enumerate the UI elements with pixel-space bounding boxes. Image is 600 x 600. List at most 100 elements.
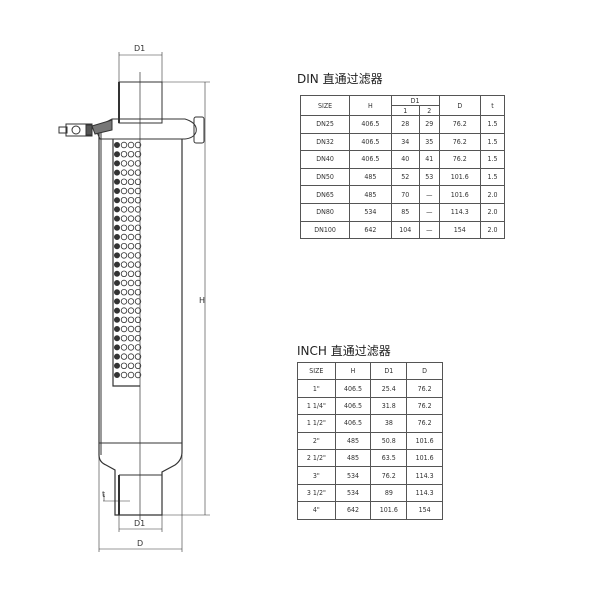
perforation-hole (114, 344, 121, 351)
table-cell: 406.5 (334, 396, 372, 416)
perforation-hole (134, 298, 142, 305)
perforation-hole (120, 316, 128, 323)
perforation-hole (120, 325, 128, 333)
perforation-hole (114, 335, 121, 342)
inch-table-title: INCH 直通过滤器 (297, 344, 391, 358)
table-cell: 41 (418, 150, 440, 169)
table-cell: 485 (349, 167, 392, 187)
perforation-hole (134, 279, 142, 287)
perforation-hole (127, 335, 135, 342)
table-cell: 25.4 (370, 379, 408, 398)
perforation-hole (120, 252, 128, 259)
perforation-hole (127, 289, 135, 296)
perforation-hole (134, 196, 142, 204)
table-cell: DN32 (299, 132, 351, 152)
perforation-hole (134, 141, 142, 149)
screen-perforations (114, 141, 142, 379)
perforation-hole (127, 187, 135, 195)
perforation-hole (114, 325, 121, 332)
perforation-hole (134, 325, 142, 333)
table-cell: DN80 (299, 202, 351, 222)
perforation-hole (127, 224, 135, 231)
table-cell: 534 (349, 202, 392, 222)
perforation-hole (120, 335, 128, 342)
perforation-hole (127, 353, 135, 360)
perforation-hole (120, 289, 128, 296)
perforation-hole (120, 242, 128, 250)
perforation-hole (134, 215, 142, 222)
perforation-hole (127, 169, 135, 176)
table-cell: 2.0 (479, 220, 506, 240)
filter-screen (112, 139, 140, 387)
perforation-hole (134, 371, 142, 379)
table-cell: 154 (438, 220, 481, 240)
table-cell: — (418, 185, 440, 204)
table-cell: 101.6 (438, 185, 481, 204)
col-d: D (438, 95, 481, 116)
perforation-hole (120, 307, 128, 314)
perforation-hole (114, 362, 121, 369)
table-cell: 406.5 (349, 150, 392, 169)
perforation-hole (114, 261, 121, 268)
table-cell: 76.2 (438, 115, 481, 134)
table-cell: 1.5 (479, 132, 506, 152)
table-cell: 114.3 (406, 483, 443, 503)
table-cell: 101.6 (370, 501, 408, 520)
perforation-hole (134, 160, 142, 167)
table-cell: DN65 (299, 185, 351, 204)
column-header: D1 (370, 361, 408, 381)
table-cell: 2" (297, 431, 336, 450)
perforation-hole (127, 233, 135, 241)
perforation-hole (114, 243, 121, 250)
perforation-hole (134, 252, 142, 259)
perforation-hole (120, 196, 128, 204)
perforation-hole (120, 233, 128, 241)
perforation-hole (120, 270, 128, 277)
table-cell: 70 (390, 185, 420, 204)
perforation-hole (127, 270, 135, 277)
perforation-hole (134, 335, 142, 342)
perforation-hole (114, 371, 121, 378)
table-cell: 2 1/2" (297, 448, 336, 468)
table-cell: DN50 (299, 167, 351, 187)
table-cell: 85 (390, 202, 420, 222)
table-cell: 76.2 (406, 379, 443, 398)
table-cell: 406.5 (349, 132, 392, 152)
perforation-hole (114, 270, 121, 277)
perforation-hole (114, 169, 121, 176)
table-cell: 101.6 (438, 167, 481, 187)
perforation-hole (114, 307, 121, 314)
table-cell: 52 (390, 167, 420, 187)
table-cell: 154 (406, 501, 443, 520)
perforation-hole (134, 344, 142, 351)
table-cell: 1.5 (479, 115, 506, 134)
table-cell: 76.2 (370, 466, 408, 485)
perforation-hole (127, 279, 135, 287)
perforation-hole (127, 307, 135, 314)
table-cell: 1 1/2" (297, 414, 336, 433)
perforation-hole (120, 298, 128, 305)
table-cell: 34 (390, 132, 420, 152)
perforation-hole (127, 316, 135, 323)
table-cell: 406.5 (349, 115, 392, 134)
perforation-hole (134, 270, 142, 277)
perforation-hole (127, 252, 135, 259)
perforation-hole (134, 206, 142, 213)
perforation-hole (120, 150, 128, 158)
perforation-hole (114, 197, 121, 204)
table-cell: 28 (390, 115, 420, 134)
table-cell: 642 (334, 501, 372, 520)
table-cell: 642 (349, 220, 392, 240)
table-cell: 2.0 (479, 202, 506, 222)
table-cell: 76.2 (438, 150, 481, 169)
